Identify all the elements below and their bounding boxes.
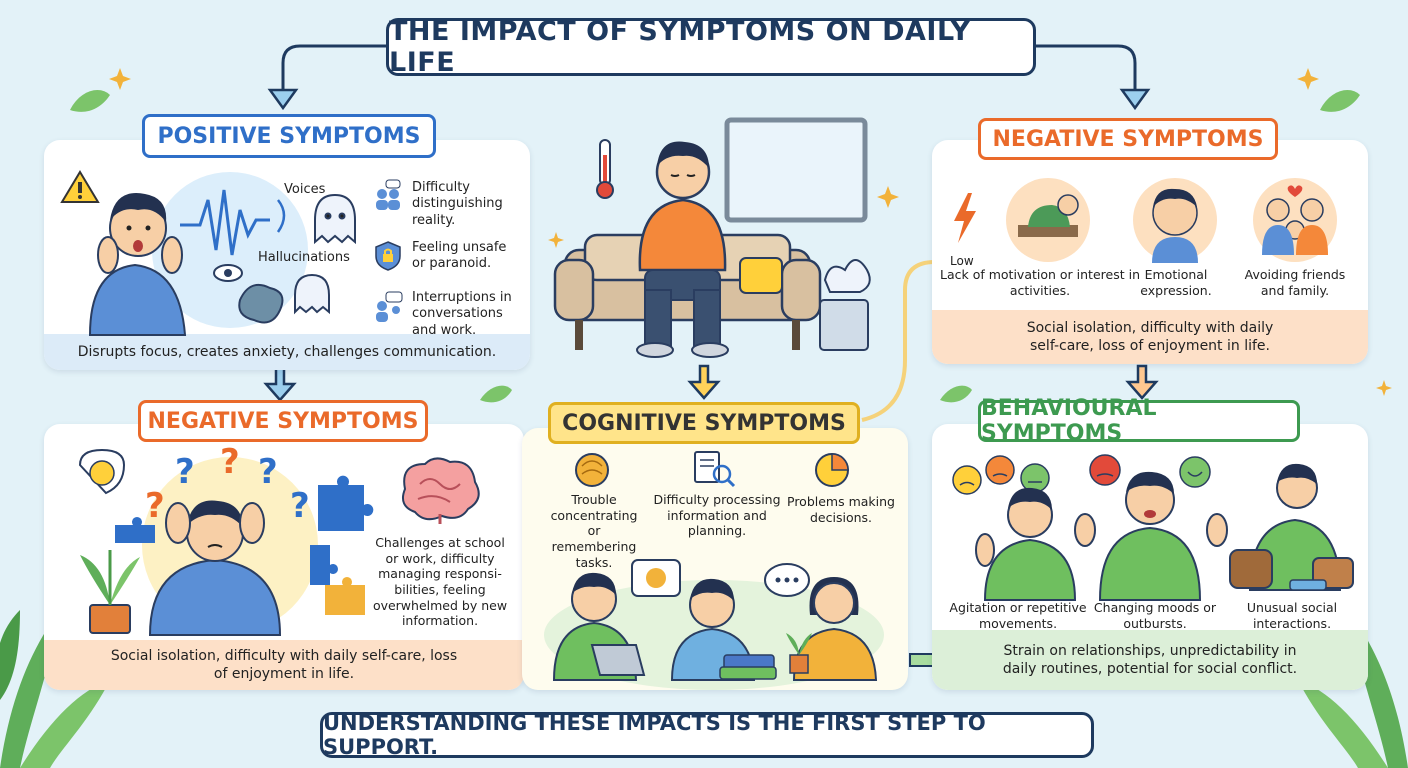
- sound-wave-icon: [180, 189, 270, 256]
- hallucinations-label: Hallucinations: [258, 250, 350, 265]
- person-sorting-figure: [670, 578, 777, 681]
- leaf-small-1: [70, 90, 110, 112]
- arrow-title-right: [1036, 44, 1137, 90]
- center-couch-illustration: [553, 117, 871, 358]
- sparkle-decor: [109, 68, 1392, 396]
- behavioural-item-3: Unusual social interactions.: [1246, 600, 1338, 631]
- voices-label: Voices: [284, 182, 326, 197]
- negative-top-item-1: Lack of motivation or interest in activi…: [940, 267, 1140, 298]
- positive-bullets: Difficulty distinguishing reality. Feeli…: [372, 179, 522, 339]
- sad-face-icon: [1133, 178, 1217, 263]
- potted-plant-icon: [80, 550, 140, 634]
- emotion-faces-icon: [952, 454, 1211, 495]
- negative-bottom-header: NEGATIVE SYMPTOMS: [138, 400, 428, 442]
- negative-top-item-3: Avoiding friends and family.: [1244, 267, 1346, 298]
- puzzle-piece-orange: [325, 577, 365, 615]
- low-label: Low: [950, 254, 974, 268]
- positive-symptoms-header: POSITIVE SYMPTOMS: [142, 114, 436, 158]
- agitated-person-figure: [975, 487, 1077, 601]
- document-magnifier-icon: [694, 451, 736, 488]
- woman-figure: [792, 577, 878, 681]
- ghost-icon-2: [294, 273, 330, 315]
- speech-bubble-brain-icon: [631, 559, 681, 597]
- negative-top-item-2: Emotional expression.: [1140, 267, 1212, 298]
- negative-bottom-illustration: ??? ??: [78, 442, 374, 636]
- behavioural-summary: Strain on relationships, unpredictabilit…: [932, 630, 1368, 690]
- arrow-title-left: [281, 44, 386, 90]
- list-item: Difficulty distinguishing reality.: [372, 179, 522, 240]
- stressed-person-figure: [148, 500, 282, 636]
- negative-top-icons: [954, 178, 1337, 263]
- window-frame: [724, 117, 868, 223]
- behavioural-item-1: Agitation or repetitive movements.: [949, 600, 1087, 631]
- footer-message: UNDERSTANDING THESE IMPACTS IS THE FIRST…: [320, 711, 1094, 759]
- negative-top-summary: Social isolation, difficulty with daily …: [932, 310, 1368, 364]
- trash-bin-icon: [819, 259, 871, 351]
- arrow-down-center: [687, 364, 721, 400]
- bullet-text: Interruptions in conversations and work.: [412, 290, 512, 338]
- cognitive-item-2: Difficulty processing information and pl…: [653, 492, 781, 539]
- behavioural-illustration: [952, 454, 1354, 601]
- page-title: THE IMPACT OF SYMPTOMS ON DAILY LIFE: [386, 16, 1036, 78]
- leaf-small-3: [480, 385, 512, 403]
- arrow-down-left: [263, 366, 297, 402]
- lightning-icon: [954, 193, 976, 243]
- ghost-icon: [314, 193, 356, 245]
- cognitive-icons: [575, 451, 849, 488]
- cognitive-item-1: Trouble concentrating or remembering tas…: [550, 492, 638, 570]
- warning-icon: [60, 170, 100, 203]
- people-chat-icon: [376, 179, 401, 210]
- tired-person-icon: [1006, 178, 1090, 262]
- connector-cognitive-negative: [861, 260, 936, 422]
- lightbulb-icon: [78, 448, 126, 495]
- small-plant-icon: [786, 633, 812, 674]
- people-conversation-icon: [376, 291, 403, 322]
- negative-top-header: NEGATIVE SYMPTOMS: [978, 118, 1278, 160]
- behavioural-item-2: Changing moods or outbursts.: [1093, 600, 1217, 631]
- negative-bottom-description: Challenges at school or work, difficulty…: [372, 535, 508, 629]
- lock-icon: [375, 241, 401, 271]
- tired-person-figure: [636, 141, 729, 358]
- angry-person-figure: [1074, 471, 1228, 601]
- list-item: Interruptions in conversations and work.: [372, 290, 522, 339]
- svg-text:?: ?: [290, 486, 310, 526]
- svg-text:?: ?: [258, 452, 278, 492]
- brain-icon: [402, 457, 480, 524]
- thermometer-icon: [596, 139, 614, 199]
- svg-text:?: ?: [220, 442, 240, 482]
- cognitive-people-illustration: [544, 559, 884, 690]
- cognitive-item-3: Problems making decisions.: [787, 494, 895, 525]
- blob-icon: [238, 284, 284, 324]
- svg-text:?: ?: [175, 452, 195, 492]
- positive-illustration: [60, 170, 356, 336]
- arrow-down-right: [1125, 364, 1159, 400]
- bullet-text: Feeling unsafe or paranoid.: [412, 240, 507, 272]
- leaf-small-2: [1320, 90, 1360, 112]
- eye-icon: [213, 264, 243, 282]
- family-icon: [1253, 178, 1337, 262]
- cognitive-header: COGNITIVE SYMPTOMS: [548, 402, 860, 444]
- negative-bottom-summary: Social isolation, difficulty with daily …: [44, 640, 524, 690]
- speech-bubble-dots-icon: [764, 563, 810, 597]
- behavioural-header: BEHAVIOURAL SYMPTOMS: [978, 396, 1300, 446]
- person-bags-figure: [1229, 463, 1354, 591]
- svg-text:?: ?: [145, 486, 165, 526]
- pie-chart-icon: [815, 453, 849, 487]
- bullet-text: Difficulty distinguishing reality.: [412, 180, 503, 228]
- brain-lightbulb-icon: [575, 453, 609, 487]
- leaf-small-4: [940, 385, 972, 403]
- anxious-person-figure: [88, 193, 187, 336]
- positive-summary: Disrupts focus, creates anxiety, challen…: [44, 334, 530, 370]
- question-marks-icon: ??? ??: [145, 442, 310, 526]
- puzzle-piece-icon: [115, 475, 374, 585]
- list-item: Feeling unsafe or paranoid.: [372, 240, 522, 290]
- person-laptop-figure: [552, 572, 646, 681]
